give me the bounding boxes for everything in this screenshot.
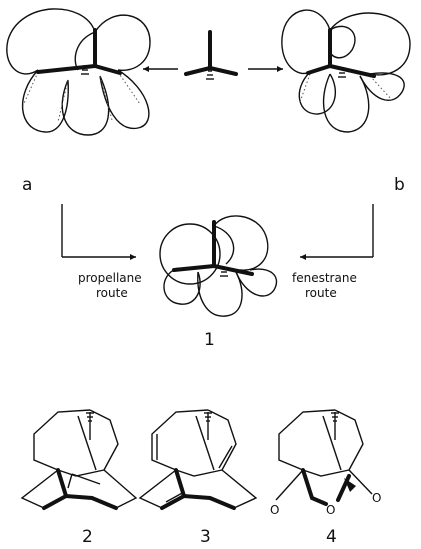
- arrow-right: [248, 66, 283, 72]
- label-b: b: [394, 175, 405, 195]
- oxygen-label-right: O: [372, 491, 381, 505]
- orbital-diagram-1: [160, 216, 277, 316]
- oxygen-label-left: O: [270, 503, 279, 517]
- fenestrane-label-line2: route: [305, 286, 337, 300]
- propellane-route-arrow: [62, 204, 136, 260]
- label-compound-2: 2: [82, 527, 93, 547]
- structure-compound-2: [22, 410, 136, 508]
- oxygen-label-middle: O: [326, 503, 335, 517]
- label-compound-3: 3: [200, 527, 211, 547]
- label-compound-1: 1: [204, 330, 215, 350]
- propellane-label-line1: propellane: [78, 271, 142, 285]
- orbital-diagram-b: [282, 10, 410, 132]
- orbital-diagram-a: [7, 9, 150, 135]
- fenestrane-label-line1: fenestrane: [292, 271, 357, 285]
- structure-compound-3: [140, 410, 256, 508]
- label-compound-4: 4: [326, 527, 337, 547]
- structure-compound-4: [276, 410, 372, 504]
- hashed-bond-center: [206, 71, 214, 79]
- propellane-label-line2: route: [96, 286, 128, 300]
- arrow-left: [143, 66, 178, 72]
- label-a: a: [22, 175, 32, 195]
- fenestrane-route-arrow: [300, 204, 373, 260]
- tetrahedral-carbon: [186, 32, 236, 79]
